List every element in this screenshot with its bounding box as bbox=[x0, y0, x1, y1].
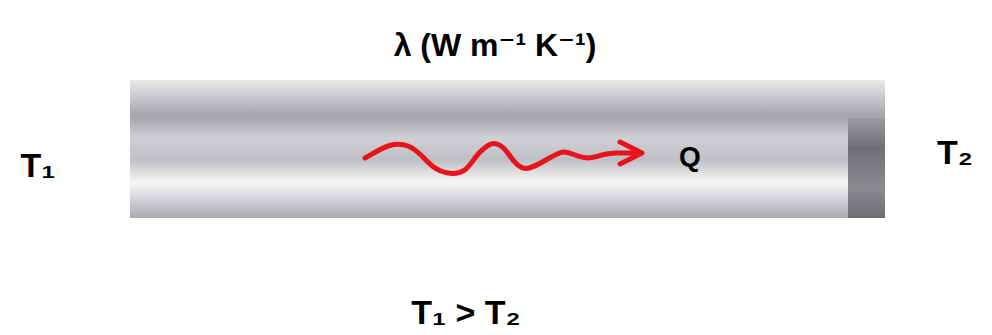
temperature-label: T₂ bbox=[937, 135, 973, 169]
conductivity-label: λ (W m⁻¹ K⁻¹) bbox=[394, 29, 597, 61]
temperature-label: T₁ bbox=[21, 148, 56, 182]
rod-body bbox=[130, 80, 885, 218]
arrow-head bbox=[620, 142, 642, 164]
condition-label: T₁ > T₂ bbox=[411, 295, 520, 329]
rod-end-cap bbox=[848, 118, 885, 218]
heat-flow-arrow bbox=[365, 144, 638, 174]
heat-label: Q bbox=[679, 143, 701, 171]
rod-node: Q bbox=[130, 80, 885, 218]
